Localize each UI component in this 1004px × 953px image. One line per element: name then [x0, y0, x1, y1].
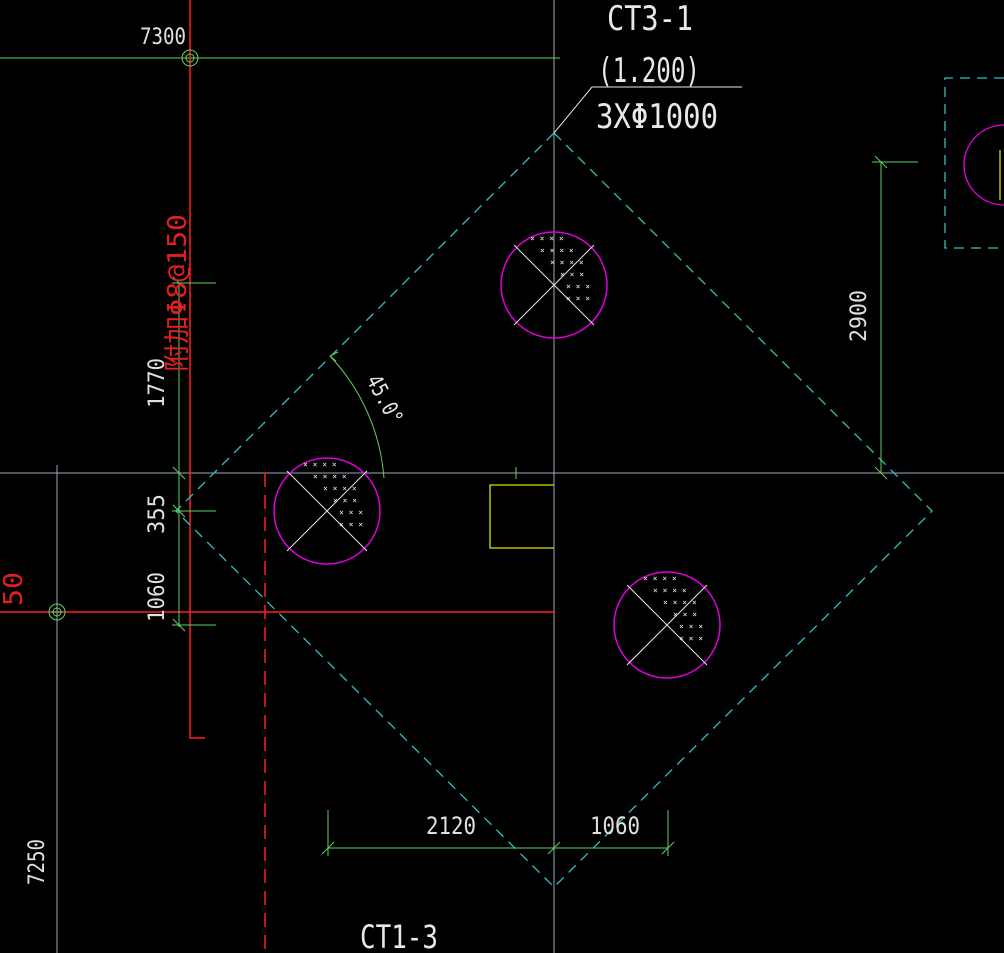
pile-cap-label: CT3-1 [607, 0, 693, 39]
svg-text:× × ×: × × × [339, 508, 363, 517]
dim-top-axis: 7300 [140, 25, 186, 50]
svg-text:× × ×: × × × [339, 520, 363, 529]
pile-3[interactable]: × × × × × × × × × × × × × × × × × × × × … [613, 571, 721, 679]
leader-line [553, 86, 742, 134]
pile-spec-label: 3XΦ1000 [596, 97, 718, 137]
pile-circle [500, 231, 608, 339]
angle-arc [329, 355, 385, 479]
svg-text:× × × ×: × × × × [303, 460, 337, 469]
pile-hatch: × × × × × × × × × × × × × × × × × × × × … [303, 460, 363, 529]
pile-2[interactable]: × × × × × × × × × × × × × × × × × × × × … [273, 457, 381, 565]
svg-text:× × ×: × × × [333, 496, 357, 505]
red-axis-lines [0, 0, 554, 953]
dim-left-mid: 355 [145, 494, 170, 534]
adjacent-cap-outline [944, 77, 1004, 249]
adjacent-pile-arc [963, 124, 1004, 206]
svg-text:× × ×: × × × [679, 634, 703, 643]
svg-text:× × × ×: × × × × [313, 472, 347, 481]
partial-red-text: 50 [0, 572, 29, 606]
dim-bottom-width-a: 2120 [426, 812, 476, 840]
dim-left-lower: 1060 [145, 572, 170, 622]
svg-text:× × × ×: × × × × [530, 234, 564, 243]
pile-circle [273, 457, 381, 565]
dimension-lines [51, 155, 918, 856]
svg-text:× × × ×: × × × × [540, 246, 574, 255]
svg-text:× × × ×: × × × × [550, 258, 584, 267]
pile-hatch: × × × × × × × × × × × × × × × × × × × × … [530, 234, 590, 303]
angle-label: 45.0° [361, 371, 407, 429]
red-axis-vertical [189, 0, 205, 739]
svg-text:× × ×: × × × [560, 270, 584, 279]
axis-bubble-top [181, 49, 199, 67]
svg-text:× × ×: × × × [566, 294, 590, 303]
pile-hatch: × × × × × × × × × × × × × × × × × × × × … [643, 574, 703, 643]
column-outline[interactable] [489, 484, 554, 549]
pile-circle [613, 571, 721, 679]
dim-right-height: 2900 [847, 290, 872, 342]
dim-bottom-width-b: 1060 [590, 812, 640, 840]
svg-text:× × ×: × × × [679, 622, 703, 631]
svg-text:× × × ×: × × × × [663, 598, 697, 607]
svg-text:× × ×: × × × [673, 610, 697, 619]
svg-text:× × ×: × × × [566, 282, 590, 291]
dim-bottom-left: 7250 [25, 839, 50, 885]
rebar-note: 附加Φ8@150 [163, 214, 193, 372]
axis-bubble-left [48, 603, 66, 621]
lower-cap-label: CT1-3 [360, 918, 438, 953]
pile-1[interactable]: × × × × × × × × × × × × × × × × × × × × … [500, 231, 608, 339]
svg-text:× × × ×: × × × × [643, 574, 677, 583]
pile-cap-elevation: (1.200) [598, 51, 700, 91]
svg-text:× × × ×: × × × × [653, 586, 687, 595]
dim-left-upper: 1770 [145, 358, 170, 408]
svg-text:× × × ×: × × × × [323, 484, 357, 493]
